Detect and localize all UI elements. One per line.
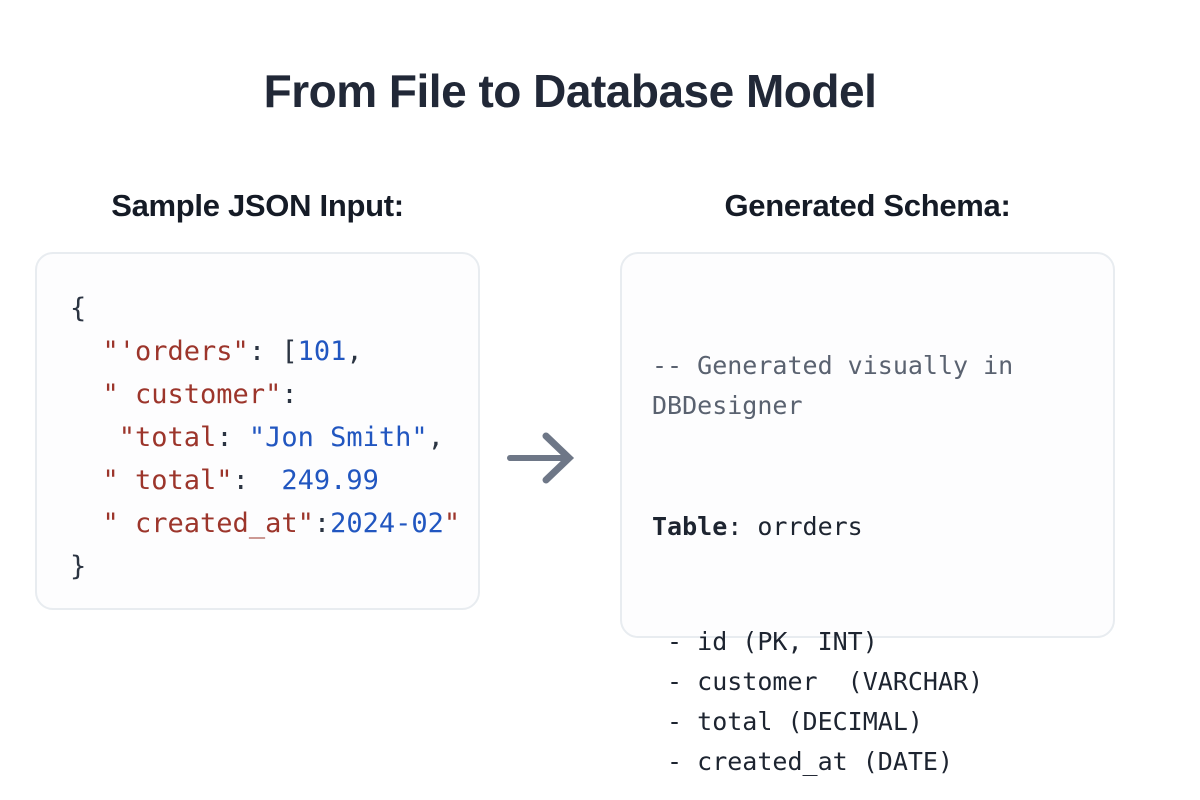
right-arrow-icon bbox=[506, 430, 586, 486]
code-token: DBDesigner bbox=[652, 391, 803, 420]
code-token bbox=[70, 465, 103, 496]
code-token: - customer (VARCHAR) bbox=[652, 667, 984, 696]
code-token: - id (PK, INT) bbox=[652, 627, 878, 656]
code-line: - created_at (DATE) bbox=[652, 742, 1099, 782]
code-token: "Jon Smith" bbox=[248, 422, 428, 453]
code-line: DBDesigner bbox=[652, 386, 1099, 426]
schema-label: Generated Schema: bbox=[724, 188, 1011, 223]
code-token bbox=[70, 422, 119, 453]
schema-table-line: Table: orrders bbox=[652, 507, 1099, 547]
code-token: Table bbox=[652, 512, 728, 541]
code-token: " bbox=[443, 508, 461, 539]
code-token: , bbox=[346, 336, 363, 367]
code-token: " total" bbox=[102, 465, 233, 496]
schema-code: -- Generated visually in DBDesigner Table… bbox=[652, 288, 1099, 800]
code-line: - customer (VARCHAR) bbox=[652, 662, 1099, 702]
code-token bbox=[70, 508, 103, 539]
code-token: : bbox=[313, 508, 331, 539]
code-token: - total (DECIMAL) bbox=[652, 707, 923, 736]
code-token: "total bbox=[118, 422, 217, 453]
schema-comment: -- Generated visually in DBDesigner bbox=[652, 346, 1099, 426]
code-line: } bbox=[70, 545, 464, 588]
code-token: { bbox=[70, 293, 87, 324]
code-line: -- Generated visually in bbox=[652, 346, 1099, 386]
code-token: : bbox=[216, 422, 249, 453]
code-token: -- Generated visually in bbox=[652, 351, 1014, 380]
schema-card: -- Generated visually in DBDesigner Table… bbox=[620, 252, 1115, 776]
schema-fields: - id (PK, INT) - customer (VARCHAR) - to… bbox=[652, 622, 1099, 782]
code-token: 249.99 bbox=[281, 465, 379, 496]
code-token: "'orders" bbox=[102, 336, 249, 367]
code-token: : orrders bbox=[727, 512, 863, 541]
code-token: } bbox=[70, 551, 87, 582]
code-line: " created_at":2024-02" bbox=[70, 502, 464, 545]
code-line: " customer": bbox=[70, 373, 464, 416]
code-token: : bbox=[232, 465, 282, 496]
code-line: - id (PK, INT) bbox=[652, 622, 1099, 662]
code-token: " created_at" bbox=[102, 508, 314, 539]
code-line: - total (DECIMAL) bbox=[652, 702, 1099, 742]
code-line: { bbox=[70, 287, 464, 330]
json-code: { "'orders": [101, " customer": "total: … bbox=[70, 287, 464, 588]
json-input-label: Sample JSON Input: bbox=[111, 188, 404, 223]
code-token bbox=[70, 336, 103, 367]
json-input-card: { "'orders": [101, " customer": "total: … bbox=[35, 252, 480, 610]
code-line: " total": 249.99 bbox=[70, 459, 464, 502]
code-line: Table: orrders bbox=[652, 507, 1099, 547]
page-title: From File to Database Model bbox=[263, 65, 877, 117]
code-token: - created_at (DATE) bbox=[652, 747, 954, 776]
code-line: "'orders": [101, bbox=[70, 330, 464, 373]
code-token: 2024-02 bbox=[330, 508, 444, 539]
code-token bbox=[70, 379, 103, 410]
code-token: " customer" bbox=[102, 379, 282, 410]
code-token: , bbox=[427, 422, 444, 453]
code-token: 101 bbox=[297, 336, 347, 367]
code-token: : [ bbox=[248, 336, 298, 367]
code-token: : bbox=[281, 379, 298, 410]
code-line: "total: "Jon Smith", bbox=[70, 416, 464, 459]
